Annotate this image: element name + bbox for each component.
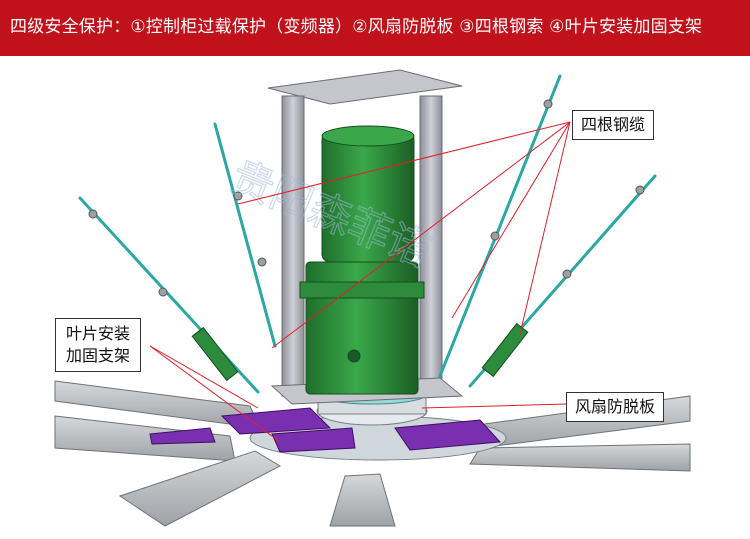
cable-3 [438,74,562,378]
clip [635,185,645,195]
frame-top-plate [267,69,463,105]
title-banner: 四级安全保护：①控制柜过载保护（变频器）②风扇防脱板 ③四根钢索 ④叶片安装加固… [0,0,750,56]
fan-blades [54,380,691,527]
fan-assembly-diagram: 贵阳森菲诺 [54,69,691,527]
clip [158,287,168,297]
cable-clips [88,99,645,297]
callout-anti-drop-plate-text: 风扇防脱板 [575,397,656,416]
callout-steel-cables: 四根钢缆 [572,110,655,140]
gearbox-bolt [347,349,361,363]
clip [88,209,98,219]
leader-cables-1 [237,121,571,205]
clip [257,257,267,267]
clip [562,269,572,279]
callout-steel-cables-text: 四根钢缆 [581,115,646,134]
callout-blade-bracket-line1: 叶片安装 [66,324,131,343]
cable-1 [213,122,277,348]
clip [543,99,553,109]
leader-cables-2 [271,121,571,349]
callout-anti-drop-plate: 风扇防脱板 [566,392,665,422]
blade-right-lower [469,443,691,472]
blade-center-lower [329,473,396,527]
bracket-left [220,407,332,435]
callout-blade-bracket: 叶片安装 加固支架 [55,318,142,372]
bracket-right [394,419,502,451]
gearbox-flange [299,281,425,299]
leader-antidrop [421,403,567,409]
motor-assembly [299,125,425,395]
leader-bracket-2 [149,345,281,443]
bracket-center [271,427,356,453]
leader-bracket-1 [149,345,259,409]
blade-left-lower [118,450,282,527]
leader-cables-4 [519,121,571,335]
frame-post-left [281,95,305,397]
bracket-lower [149,427,216,445]
clip [490,231,500,241]
turnbuckle-right [481,322,529,378]
turnbuckle-left [191,326,239,382]
banner-title: 四级安全保护：①控制柜过载保护（变频器）②风扇防脱板 ③四根钢索 ④叶片安装加固… [10,17,703,37]
leader-cables-3 [451,121,571,319]
cable-tensioners [191,322,529,382]
blade-brackets [149,407,502,453]
leader-lines [149,121,571,443]
motor-top [321,125,415,147]
callout-blade-bracket-line2: 加固支架 [66,346,131,365]
clip [233,191,243,201]
